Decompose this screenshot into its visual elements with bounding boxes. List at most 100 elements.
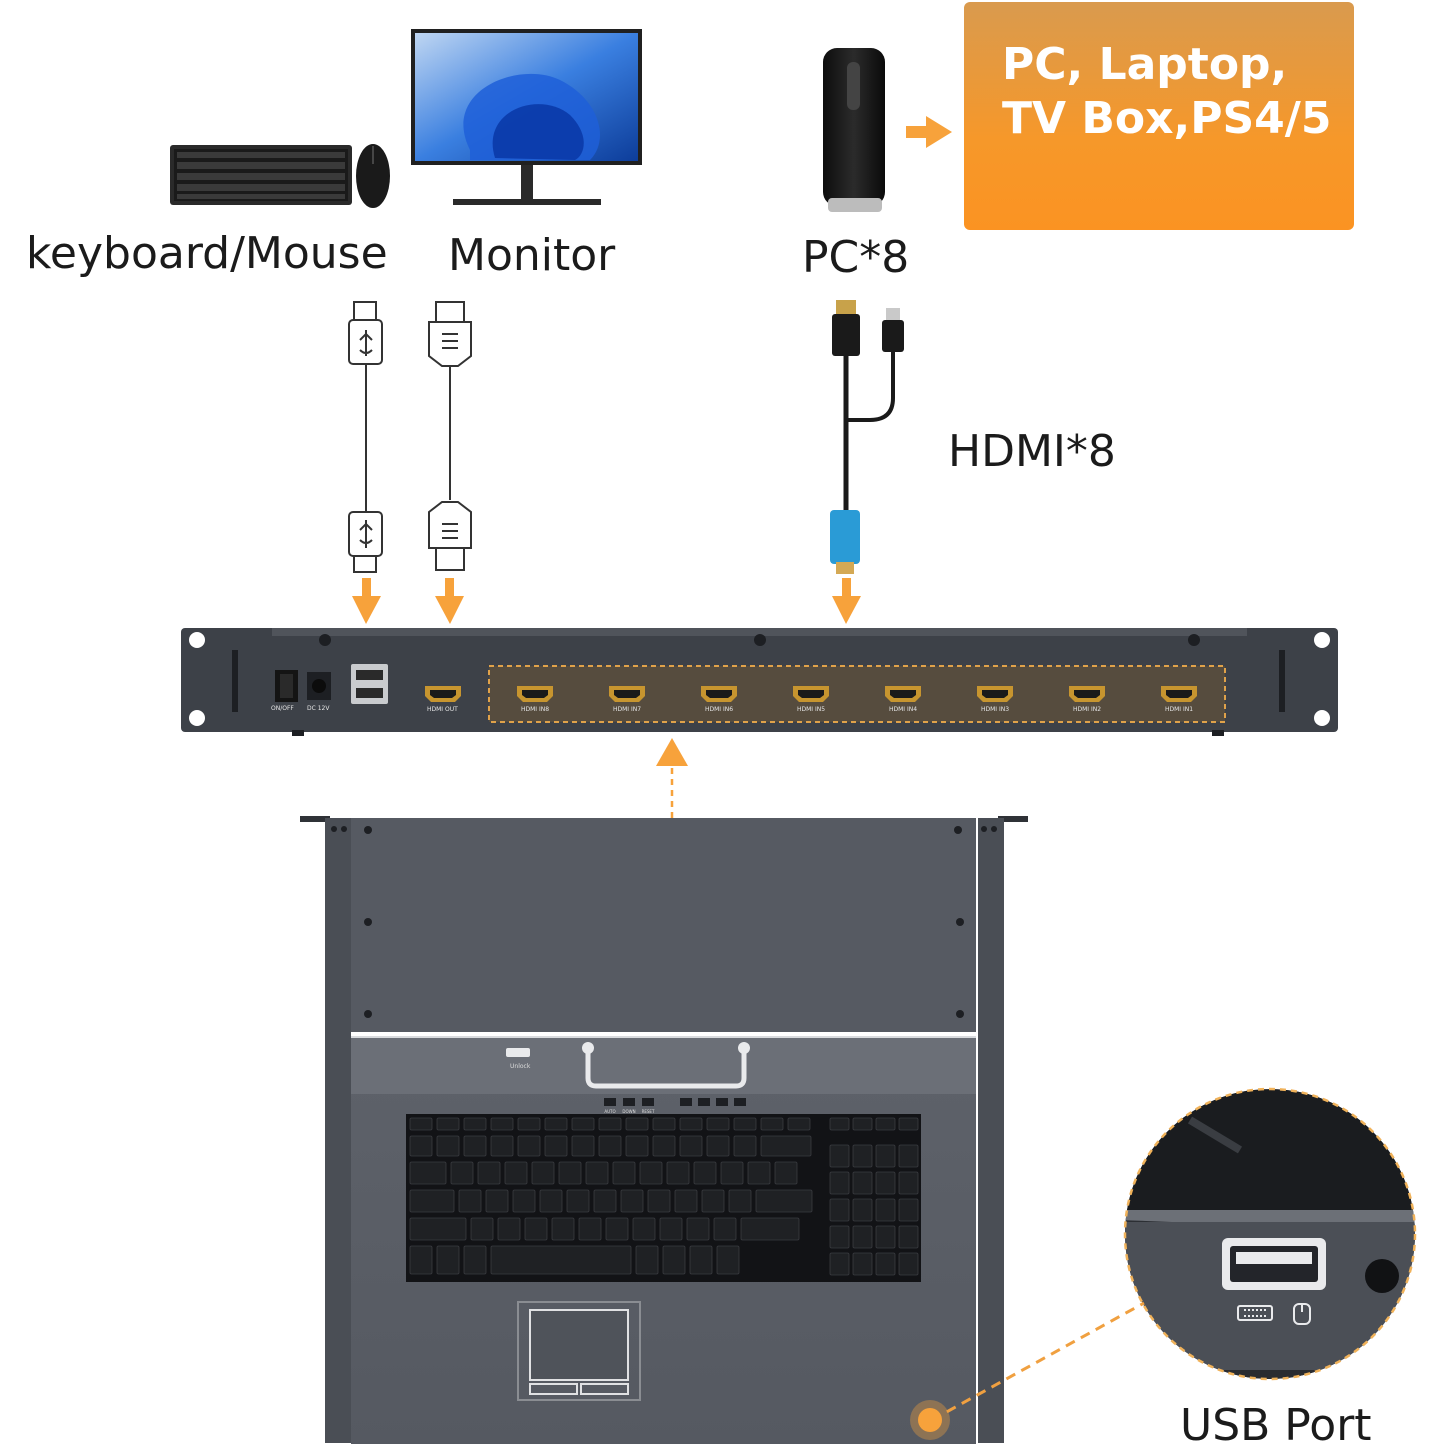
keyboard-key bbox=[760, 1135, 812, 1157]
dc-jack-label: DC 12V bbox=[307, 705, 330, 712]
hdmi-cable-icon bbox=[428, 301, 472, 571]
keyboard-key bbox=[706, 1117, 730, 1131]
hdmi-input-label: HDMI IN2 bbox=[1073, 706, 1101, 713]
keyboard-key bbox=[566, 1189, 590, 1213]
hdmi-input-label: HDMI IN5 bbox=[797, 706, 825, 713]
hdmi-input-port-socket bbox=[1074, 690, 1100, 698]
keyboard-key bbox=[490, 1245, 632, 1275]
unlock-label: Unlock bbox=[510, 1063, 531, 1070]
hdmi-input-label: HDMI IN7 bbox=[613, 706, 641, 713]
keyboard-key bbox=[787, 1117, 811, 1131]
numpad-key bbox=[898, 1198, 919, 1222]
numpad-key bbox=[898, 1144, 919, 1168]
numpad-key bbox=[852, 1117, 873, 1131]
keyboard-key bbox=[755, 1189, 813, 1213]
keyboard-key bbox=[720, 1161, 744, 1185]
keyboard-key bbox=[625, 1135, 649, 1157]
keyboard-key bbox=[497, 1217, 521, 1241]
console-button-label: RESET bbox=[642, 1109, 655, 1114]
pc-tower-device bbox=[823, 48, 885, 212]
keyboard-key bbox=[598, 1117, 622, 1131]
keyboard-key bbox=[635, 1245, 659, 1275]
arrow-down-icon bbox=[352, 578, 861, 624]
keyboard-key bbox=[463, 1117, 487, 1131]
keyboard-key bbox=[679, 1135, 703, 1157]
keyboard-key bbox=[470, 1217, 494, 1241]
hdmi-input-label: HDMI IN4 bbox=[889, 706, 917, 713]
keyboard-key bbox=[747, 1161, 771, 1185]
keyboard-keys bbox=[409, 1117, 919, 1276]
keyboard-key bbox=[740, 1217, 800, 1241]
keyboard-key bbox=[436, 1245, 460, 1275]
keyboard-key bbox=[689, 1245, 713, 1275]
keyboard-key bbox=[544, 1117, 568, 1131]
keyboard-key bbox=[539, 1189, 563, 1213]
hdmi-out-label: HDMI OUT bbox=[427, 706, 458, 713]
hdmi-input-label: HDMI IN1 bbox=[1165, 706, 1193, 713]
keyboard-key bbox=[625, 1117, 649, 1131]
keyboard-key bbox=[659, 1217, 683, 1241]
keyboard-key bbox=[490, 1117, 514, 1131]
numpad-key bbox=[829, 1225, 850, 1249]
keyboard-key bbox=[686, 1217, 710, 1241]
keyboard-key bbox=[409, 1117, 433, 1131]
keyboard-key bbox=[585, 1161, 609, 1185]
keyboard-key bbox=[639, 1161, 663, 1185]
keyboard-key bbox=[632, 1217, 656, 1241]
keyboard-key bbox=[733, 1135, 757, 1157]
console-button-label: DOWN bbox=[622, 1109, 635, 1114]
numpad-key bbox=[852, 1171, 873, 1195]
keyboard-key bbox=[490, 1135, 514, 1157]
keyboard-key bbox=[612, 1161, 636, 1185]
devices-box-line1: PC, Laptop, bbox=[1002, 39, 1288, 90]
keyboard-key bbox=[662, 1245, 686, 1275]
keyboard-key bbox=[551, 1217, 575, 1241]
numpad-key bbox=[875, 1225, 896, 1249]
keyboard-key bbox=[647, 1189, 671, 1213]
usb-port-pointer-icon bbox=[910, 1301, 1145, 1440]
numpad-key bbox=[875, 1171, 896, 1195]
hdmi-input-port-socket bbox=[522, 690, 548, 698]
keyboard-key bbox=[706, 1135, 730, 1157]
arrow-to-devices-icon bbox=[906, 116, 952, 148]
numpad-key bbox=[875, 1198, 896, 1222]
hdmi-input-port-socket bbox=[982, 690, 1008, 698]
devices-box-line2: TV Box,PS4/5 bbox=[1002, 93, 1332, 144]
keyboard-key bbox=[733, 1117, 757, 1131]
keyboard-key bbox=[652, 1135, 676, 1157]
keyboard-key bbox=[409, 1189, 455, 1213]
keyboard-key bbox=[578, 1217, 602, 1241]
keyboard-key bbox=[477, 1161, 501, 1185]
numpad-key bbox=[829, 1252, 850, 1276]
keyboard-key bbox=[693, 1161, 717, 1185]
keyboard-key bbox=[652, 1117, 676, 1131]
hdmi-input-label: HDMI IN8 bbox=[521, 706, 549, 713]
keyboard-key bbox=[436, 1135, 460, 1157]
numpad-key bbox=[898, 1117, 919, 1131]
monitor-device bbox=[411, 29, 642, 205]
keyboard-mouse-label: keyboard/Mouse bbox=[26, 228, 388, 279]
usb-port-zoom bbox=[1123, 1087, 1417, 1381]
keyboard-key bbox=[728, 1189, 752, 1213]
keyboard-key bbox=[409, 1245, 433, 1275]
numpad-key bbox=[852, 1225, 873, 1249]
hdmi-input-port-socket bbox=[614, 690, 640, 698]
keyboard-key bbox=[436, 1117, 460, 1131]
numpad-key bbox=[852, 1144, 873, 1168]
keyboard-key bbox=[463, 1245, 487, 1275]
numpad-key bbox=[852, 1252, 873, 1276]
devices-box: PC, Laptop, TV Box,PS4/5 bbox=[964, 2, 1354, 230]
keyboard-key bbox=[598, 1135, 622, 1157]
numpad-key bbox=[898, 1171, 919, 1195]
keyboard-key bbox=[458, 1189, 482, 1213]
keyboard-key bbox=[531, 1161, 555, 1185]
keyboard-mouse-device bbox=[170, 144, 390, 208]
numpad-key bbox=[875, 1117, 896, 1131]
keyboard-key bbox=[593, 1189, 617, 1213]
numpad-key bbox=[898, 1225, 919, 1249]
keyboard-key bbox=[666, 1161, 690, 1185]
keyboard-key bbox=[760, 1117, 784, 1131]
